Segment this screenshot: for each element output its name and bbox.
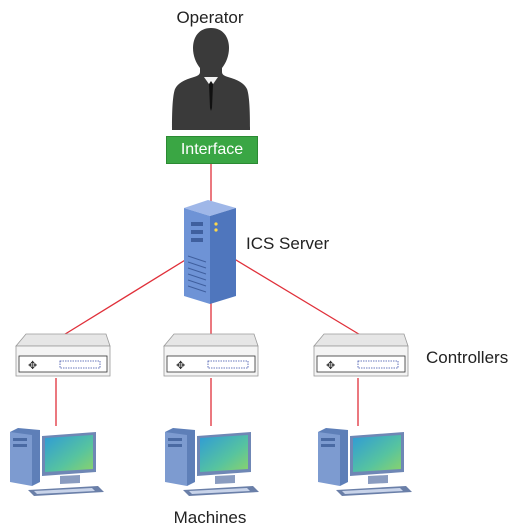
connection-lines (55, 164, 363, 426)
operator-person-icon (172, 28, 250, 130)
operator-label: Operator (176, 8, 244, 27)
controllers-label: Controllers (426, 348, 509, 367)
ics-server-icon (184, 200, 236, 304)
ics-server-label: ICS Server (246, 234, 330, 253)
machine-left-icon (10, 428, 104, 496)
link-server-controller-right (225, 253, 363, 337)
svg-text:✥: ✥ (326, 359, 335, 372)
machine-right-icon (318, 428, 412, 496)
machine-center-icon (165, 428, 259, 496)
controller-right-icon: ✥ (313, 333, 409, 377)
svg-text:✥: ✥ (176, 359, 185, 372)
svg-text:✥: ✥ (28, 359, 37, 372)
controller-center-icon: ✥ (163, 333, 259, 377)
machines-label: Machines (173, 508, 247, 527)
controller-left-icon: ✥ (15, 333, 111, 377)
link-server-controller-left (61, 253, 196, 337)
interface-box: Interface (166, 136, 258, 164)
